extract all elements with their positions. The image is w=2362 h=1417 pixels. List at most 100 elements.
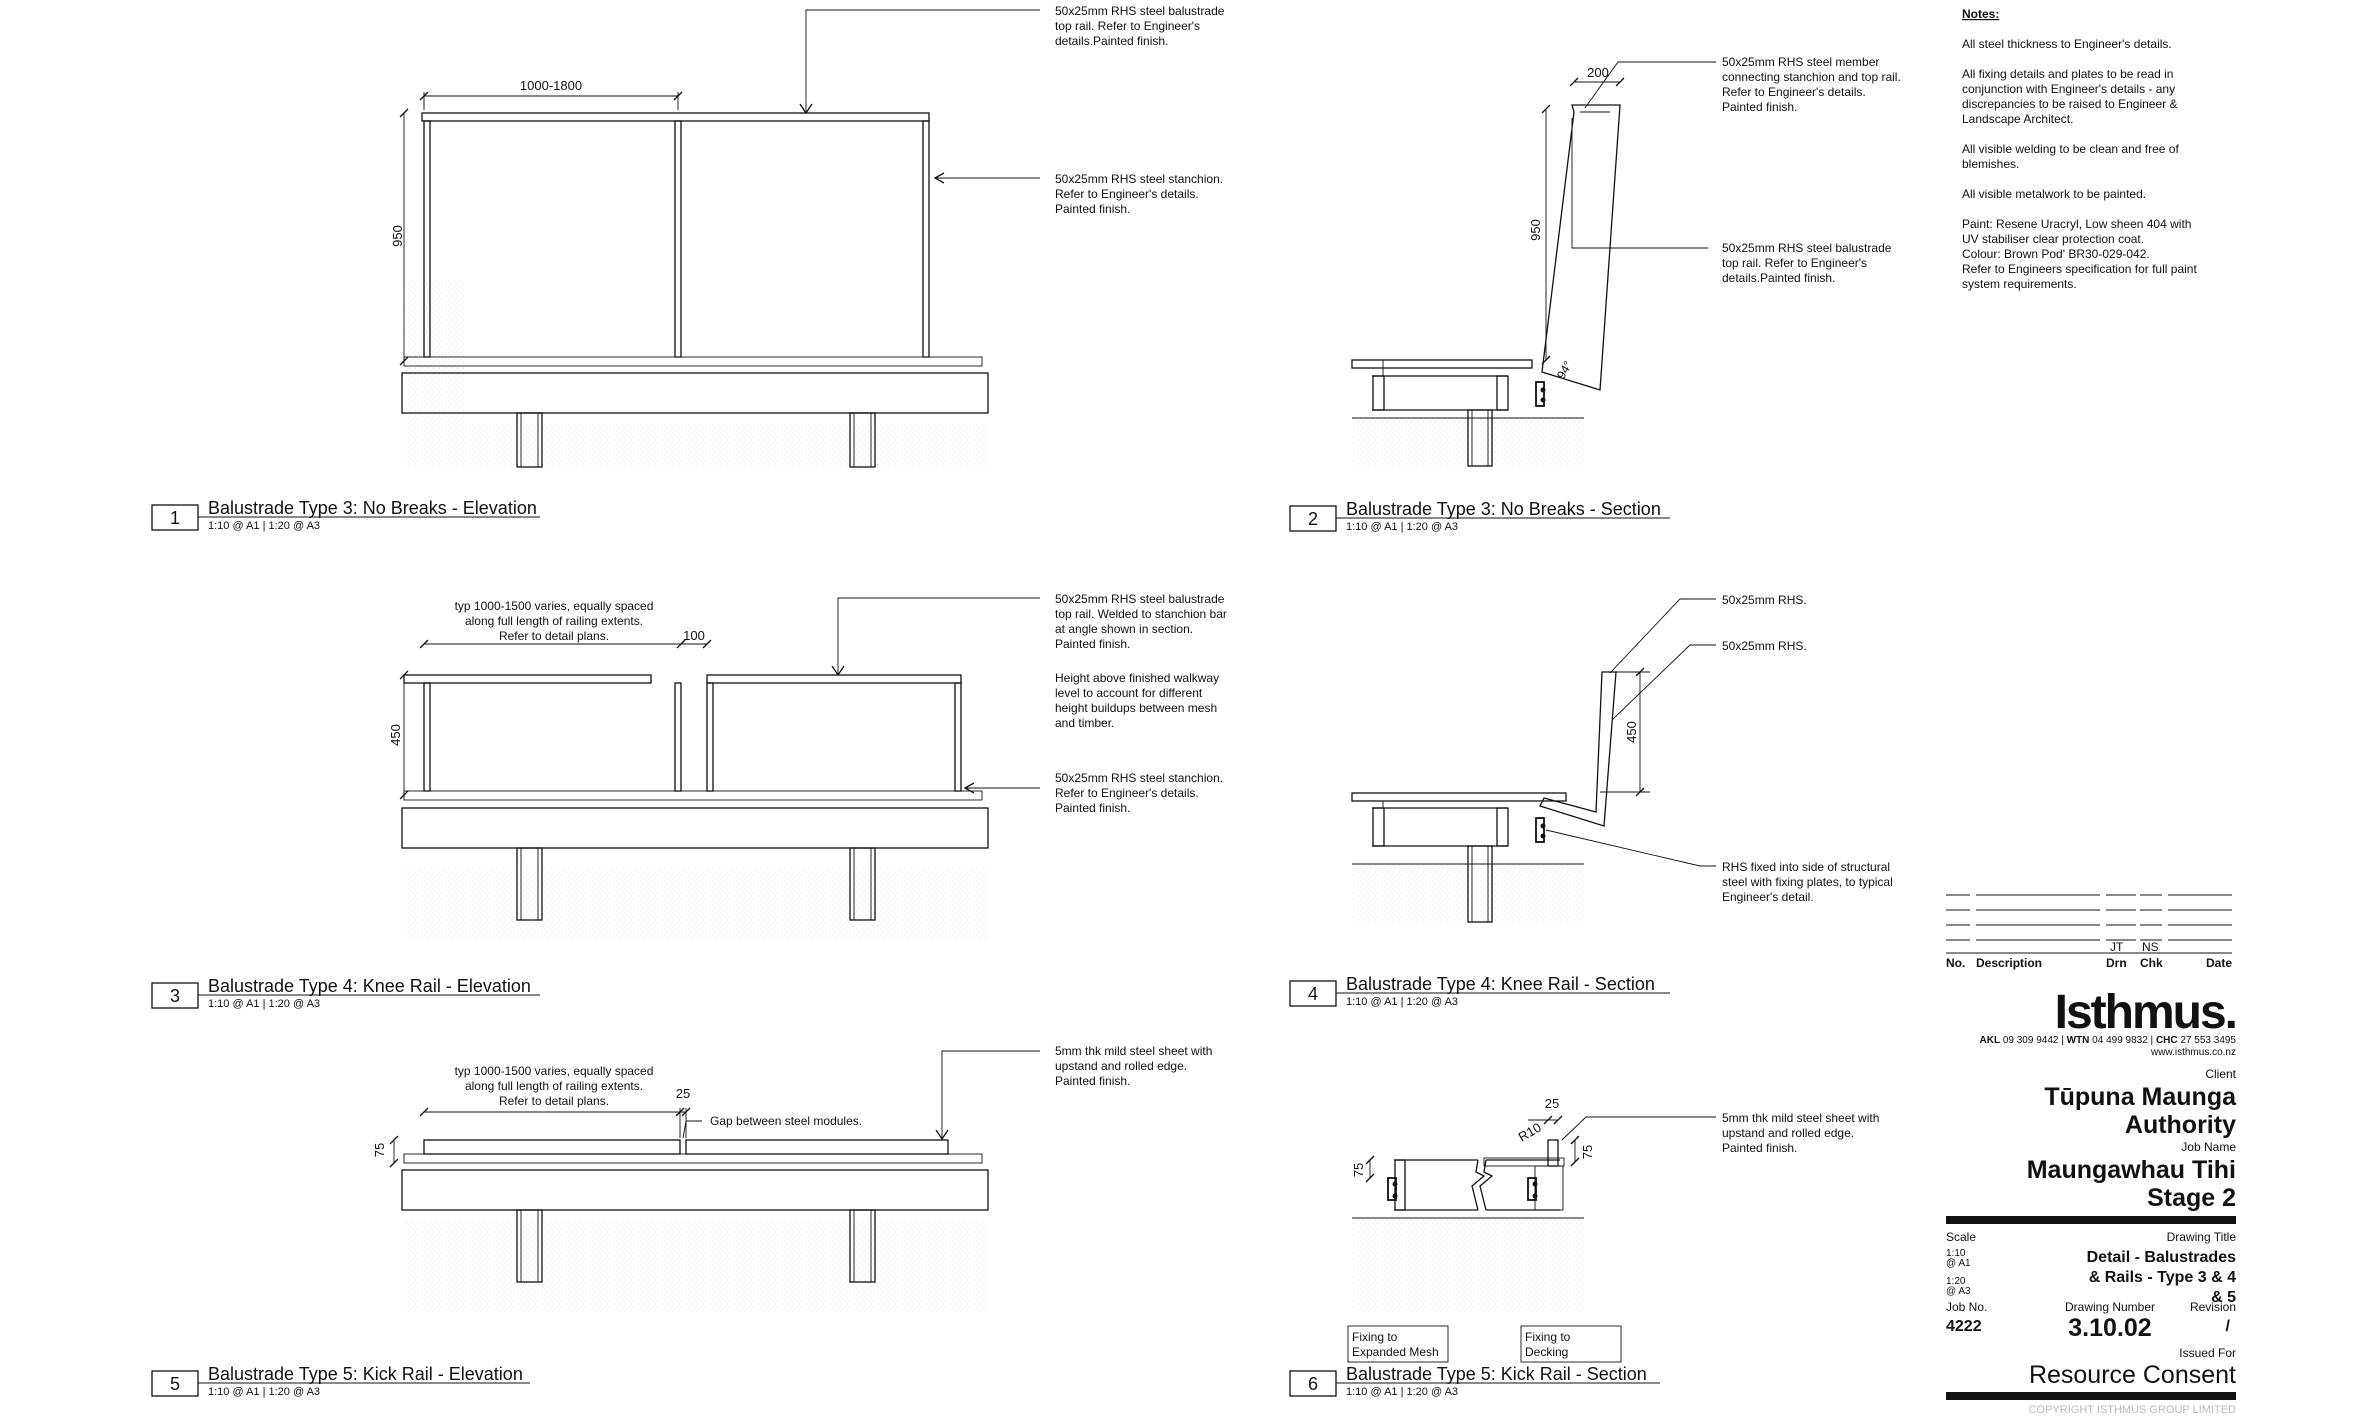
fixing-mesh-line-1: Fixing to: [1352, 1330, 1398, 1344]
notes-line: blemishes.: [1962, 157, 2019, 171]
d3-height-note-line: Height above finished walkway: [1055, 671, 1219, 685]
d4-rhs-note-1: 50x25mm RHS.: [1722, 593, 1807, 607]
revision-value: /: [2226, 1318, 2231, 1335]
d2-top-rail-note-line: top rail. Refer to Engineer's: [1722, 256, 1867, 270]
drawing-title-3: 3 Balustrade Type 4: Knee Rail - Elevati…: [151, 976, 540, 1010]
drawing-6-section: 25 R10 75 75 Fixing to Expanded Mesh Fix…: [1347, 1096, 1716, 1363]
drawing-title: Balustrade Type 5: Kick Rail - Section: [1346, 1364, 1647, 1384]
d3-height-note: Height above finished walkway level to a…: [1055, 671, 1219, 730]
scale-label: Scale: [1946, 1230, 1976, 1244]
d1-top-rail-note-line: 50x25mm RHS steel balustrade: [1055, 4, 1225, 18]
revision-header-no: No.: [1946, 956, 1965, 970]
notes-line: system requirements.: [1962, 277, 2077, 291]
general-notes: Notes: All steel thickness to Engineer's…: [1962, 7, 2197, 291]
d1-top-rail-note-line: top rail. Refer to Engineer's: [1055, 19, 1200, 33]
drawing-number-label: Drawing Number: [2065, 1300, 2155, 1314]
fixing-mesh-box: [1347, 1325, 1449, 1363]
revision-drn-value: JT: [2110, 940, 2124, 954]
drawing-title: Balustrade Type 4: Knee Rail - Elevation: [208, 976, 531, 996]
job-no-label: Job No.: [1946, 1300, 1987, 1314]
drawing-3-elevation: 100 450: [388, 597, 1040, 940]
d1-top-rail-note: 50x25mm RHS steel balustrade top rail. R…: [1055, 4, 1225, 48]
d3-top-rail-note-line: top rail. Welded to stanchion bar: [1055, 607, 1227, 621]
notes-line: Paint: Resene Uracryl, Low sheen 404 wit…: [1962, 217, 2191, 231]
d2-top-rail-note-line: 50x25mm RHS steel balustrade: [1722, 241, 1892, 255]
d5-spacing-note-line: along full length of railing extents.: [465, 1079, 643, 1093]
drawing-number: 2: [1308, 509, 1318, 529]
d6-height-right-dim: 75: [1580, 1145, 1595, 1159]
copyright: COPYRIGHT ISTHMUS GROUP LIMITED: [2029, 1404, 2236, 1416]
d3-top-rail-note-line: Painted finish.: [1055, 637, 1130, 651]
drawing-number: 5: [170, 1374, 180, 1394]
d3-spacing-note: typ 1000-1500 varies, equally spaced alo…: [455, 599, 654, 643]
notes-line: Landscape Architect.: [1962, 112, 2073, 126]
d1-top-rail-note-line: details.Painted finish.: [1055, 34, 1168, 48]
d5-spacing-note-line: Refer to detail plans.: [499, 1094, 609, 1108]
client-name-line-2: Authority: [2125, 1111, 2236, 1139]
d2-height-dim: 950: [1528, 219, 1543, 241]
d5-gap-dim: 25: [676, 1086, 690, 1101]
drawing-4-section: 450: [1351, 598, 1716, 923]
d3-height-note-line: and timber.: [1055, 716, 1114, 730]
client-name-line-1: Tūpuna Maunga: [2044, 1083, 2237, 1111]
drawing-number: 6: [1308, 1374, 1318, 1394]
d1-stanchion-note-line: 50x25mm RHS steel stanchion.: [1055, 172, 1223, 186]
scale-a1-sheet: @ A1: [1946, 1258, 1971, 1269]
revision-chk-value: NS: [2142, 940, 2159, 954]
job-name-label: Job Name: [2181, 1140, 2236, 1154]
d3-stanchion-note-line: Refer to Engineer's details.: [1055, 786, 1199, 800]
d2-member-note-line: 50x25mm RHS steel member: [1722, 55, 1879, 69]
notes-heading: Notes:: [1962, 7, 1999, 21]
d6-sheet-note-line: 5mm thk mild steel sheet with: [1722, 1111, 1879, 1125]
d5-sheet-note-line: Painted finish.: [1055, 1074, 1130, 1088]
d1-height-dim: 950: [390, 225, 405, 247]
drawing-title: Balustrade Type 5: Kick Rail - Elevation: [208, 1364, 523, 1384]
contact-part: WTN: [2067, 1035, 2090, 1046]
d4-fixed-note-line: RHS fixed into side of structural: [1722, 860, 1890, 874]
notes-line: discrepancies to be raised to Engineer &: [1962, 97, 2177, 111]
drawing-1-elevation: 1000-1800 950: [390, 9, 1040, 468]
d5-gap-note: Gap between steel modules.: [710, 1114, 862, 1128]
d1-stanchion-note: 50x25mm RHS steel stanchion. Refer to En…: [1055, 172, 1223, 216]
d3-top-rail-note-line: at angle shown in section.: [1055, 622, 1193, 636]
notes-line: UV stabiliser clear protection coat.: [1962, 232, 2144, 246]
website: www.isthmus.co.nz: [2150, 1047, 2236, 1058]
drawing-scale: 1:10 @ A1 | 1:20 @ A3: [1346, 1386, 1458, 1398]
scale-a3-ratio: 1:20: [1946, 1276, 1966, 1287]
contact-part: CHC: [2156, 1035, 2178, 1046]
d5-sheet-note-line: 5mm thk mild steel sheet with: [1055, 1044, 1212, 1058]
revision-header-description: Description: [1976, 956, 2042, 970]
fixing-decking-box: [1520, 1325, 1622, 1363]
job-name-line-2: Stage 2: [2147, 1184, 2236, 1212]
d3-top-rail-note: 50x25mm RHS steel balustrade top rail. W…: [1055, 592, 1227, 651]
drawing-title: Balustrade Type 4: Knee Rail - Section: [1346, 974, 1655, 994]
d3-stanchion-note-line: 50x25mm RHS steel stanchion.: [1055, 771, 1223, 785]
job-name-line-1: Maungawhau Tihi: [2027, 1156, 2236, 1184]
drawing-title: Balustrade Type 3: No Breaks - Elevation: [208, 498, 537, 518]
d5-spacing-note: typ 1000-1500 varies, equally spaced alo…: [455, 1064, 654, 1108]
d5-spacing-note-line: typ 1000-1500 varies, equally spaced: [455, 1064, 654, 1078]
d5-sheet-note-line: upstand and rolled edge.: [1055, 1059, 1187, 1073]
d3-spacing-note-line: along full length of railing extents.: [465, 614, 643, 628]
revision-header-drn: Drn: [2106, 956, 2127, 970]
scale-a1-ratio: 1:10: [1946, 1248, 1966, 1259]
d1-width-dim: 1000-1800: [520, 78, 582, 93]
drawing-number: 1: [170, 508, 180, 528]
drawing-2-section: 200 950 94°: [1351, 61, 1716, 467]
revision-table: JT NS No. Description Drn Chk Date: [1946, 894, 2232, 970]
d6-sheet-note: 5mm thk mild steel sheet with upstand an…: [1722, 1111, 1879, 1155]
revision-header-date: Date: [2206, 956, 2232, 970]
d6-sheet-note-line: Painted finish.: [1722, 1141, 1797, 1155]
d3-spacing-note-line: typ 1000-1500 varies, equally spaced: [455, 599, 654, 613]
drawing-title-6: 6 Balustrade Type 5: Kick Rail - Section…: [1289, 1364, 1660, 1398]
contact-part: 27 553 3495: [2178, 1035, 2237, 1046]
contact-part: AKL: [1980, 1035, 2001, 1046]
drawing-5-elevation: 25 75: [372, 1050, 1040, 1312]
drawing-scale: 1:10 @ A1 | 1:20 @ A3: [208, 520, 320, 532]
d4-fixed-note-line: steel with fixing plates, to typical: [1722, 875, 1893, 889]
contact-part: 04 499 9832 |: [2089, 1035, 2156, 1046]
drawing-title-line-2: & Rails - Type 3 & 4: [2089, 1269, 2236, 1286]
d6-height-left-dim: 75: [1351, 1163, 1366, 1177]
issued-for-value: Resource Consent: [2029, 1361, 2236, 1389]
